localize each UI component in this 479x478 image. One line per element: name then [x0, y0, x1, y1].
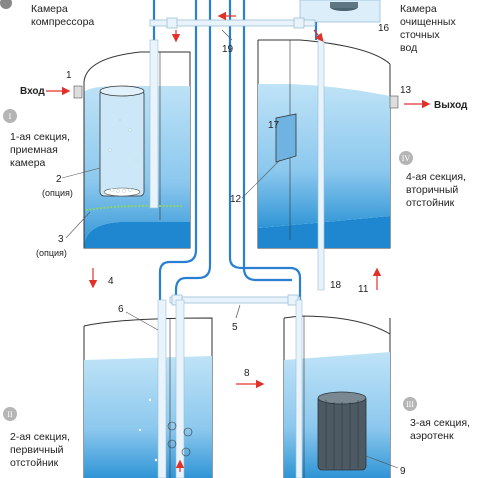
roman-s1: I — [9, 112, 12, 121]
outlet-label: Выход — [434, 100, 468, 111]
treated-label-line3: сточных — [400, 29, 440, 41]
s1-label-line3: камера — [10, 157, 46, 169]
s4-label-line3: отстойник — [406, 197, 455, 209]
badge-section-4: IV — [399, 151, 413, 165]
treated-label-line1: Камера — [400, 3, 437, 15]
badge-s3-icon — [403, 397, 417, 411]
s2-label-line2: первичный — [10, 444, 64, 456]
label-16: 16 — [378, 23, 390, 34]
s4-label-line2: вторичный — [406, 184, 458, 196]
badge-section-2: II — [3, 407, 17, 421]
label-12: 12 — [230, 194, 242, 205]
s4-label-line1: 4-ая секция, — [406, 171, 466, 183]
s3-label-line2: аэротенк — [410, 430, 454, 442]
pipe-18 — [317, 39, 325, 291]
label-19: 19 — [222, 44, 234, 55]
s2-label-line1: 2-ая секция, — [10, 431, 70, 443]
inner-cylinder-2 — [99, 89, 145, 197]
label-1: 1 — [66, 70, 72, 81]
label-11: 11 — [358, 284, 369, 295]
roman-s3: III — [406, 400, 414, 409]
pipe-left-down-2 — [174, 0, 212, 300]
inlet-label: Вход — [20, 86, 45, 97]
compressor-label-line2: компрессора — [31, 16, 94, 28]
badge-section-3: III — [403, 397, 417, 411]
label-6: 6 — [118, 304, 124, 315]
label-9: 9 — [400, 466, 406, 477]
aerator-3 — [85, 204, 182, 211]
s3-label-line1: 3-ая секция, — [410, 417, 470, 429]
label-17: 17 — [268, 120, 280, 131]
s1-label-line2: приемная — [10, 144, 58, 156]
pipes — [152, 0, 318, 310]
s1-label-line1: 1-ая секция, — [10, 131, 70, 143]
pipe-19: 19 — [149, 17, 316, 55]
tank-section-4 — [257, 39, 399, 291]
pump-16-body — [330, 2, 358, 8]
tank-section-2 — [83, 299, 213, 478]
roman-s2: II — [7, 410, 13, 419]
treated-water-chamber: 16 Камера очищенных сточных вод — [299, 0, 456, 54]
s2-label-line3: отстойник — [10, 457, 59, 469]
compressor-badge-icon — [0, 0, 12, 9]
label-4: 4 — [108, 276, 114, 287]
roman-s4: IV — [402, 154, 411, 163]
pipe-right-down-2 — [242, 0, 292, 282]
treated-label-line4: вод — [400, 42, 417, 54]
option-2: (опция) — [42, 188, 73, 198]
pipe-right-down — [228, 0, 302, 310]
treated-chamber-box — [299, 0, 381, 23]
pipe-5: 5 — [169, 294, 301, 333]
label-18: 18 — [330, 280, 342, 291]
tank-section-1 — [73, 39, 191, 249]
label-3: 3 — [58, 234, 64, 245]
inlet-flange-1 — [73, 85, 83, 99]
label-8: 8 — [244, 368, 250, 379]
badge-s1-icon — [3, 109, 17, 123]
treated-label-line2: очищенных — [400, 16, 456, 28]
compressor-chamber: Камера компрессора — [0, 0, 94, 28]
compressor-label-line1: Камера — [31, 3, 68, 15]
tank-section-3 — [283, 299, 391, 478]
badge-s2-icon — [3, 407, 17, 421]
plate-17 — [275, 113, 297, 163]
badge-s4-icon — [399, 151, 413, 165]
outlet-flange-13 — [389, 95, 399, 109]
label-13: 13 — [400, 85, 412, 96]
option-3: (опция) — [36, 248, 67, 258]
badge-section-1: I — [3, 109, 17, 123]
label-5: 5 — [232, 322, 238, 333]
label-2: 2 — [56, 174, 62, 185]
pipe-left-down — [158, 0, 198, 300]
arrow-top-right — [313, 29, 324, 42]
